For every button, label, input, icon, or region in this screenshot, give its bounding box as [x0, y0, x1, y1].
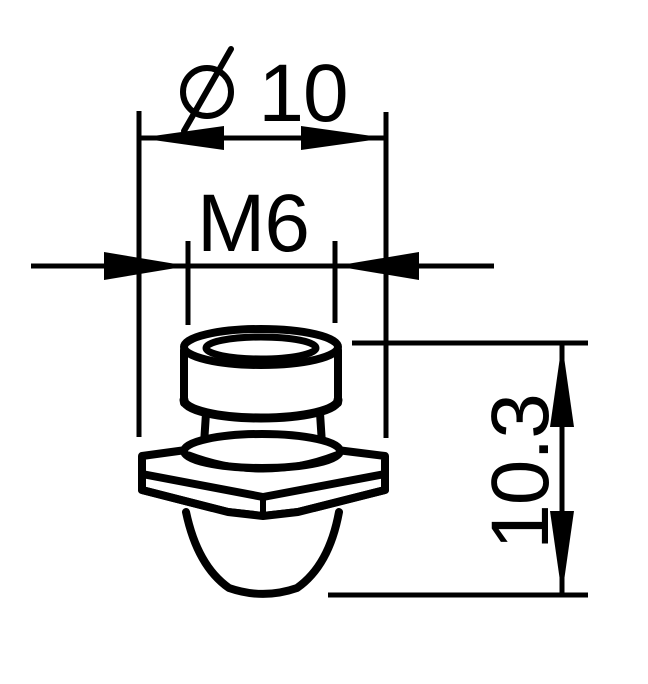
arrowhead-down	[550, 511, 574, 595]
height-value-label: 10.3	[475, 394, 566, 550]
diameter-symbol-slash	[181, 46, 234, 134]
thread-dimension: M6	[31, 178, 494, 325]
diameter-value-label: 10	[258, 48, 347, 139]
arrowhead-right	[301, 126, 386, 150]
arrowhead-inward-right	[335, 252, 419, 280]
cone-tip	[182, 508, 343, 598]
cylinder-bottom-rim	[179, 395, 343, 423]
height-dimension: 10.3	[328, 340, 588, 598]
nozzle-body	[138, 325, 389, 598]
diameter-symbol	[180, 46, 234, 134]
top-inner-opening	[202, 333, 320, 363]
arrowhead-up	[550, 343, 574, 427]
bead-lower-arc	[185, 451, 340, 473]
diameter-symbol-circle	[180, 65, 234, 119]
diameter-dimension: 10	[136, 46, 389, 438]
arrowhead-left	[139, 126, 224, 150]
thread-value-label: M6	[197, 178, 309, 269]
arrowhead-inward-left	[104, 252, 188, 280]
